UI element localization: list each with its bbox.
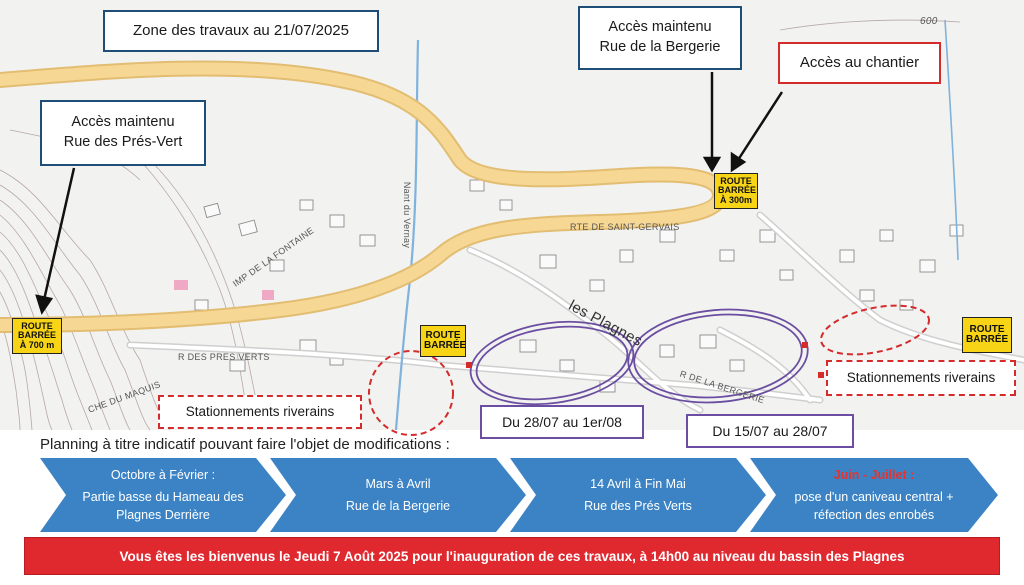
callout-periode-1: Du 28/07 au 1er/08 [480,405,644,439]
callout-acces-bergerie: Accès maintenu Rue de la Bergerie [578,6,742,70]
phase-4: Juin - Juillet : pose d'un caniveau cent… [750,458,998,532]
phase-arrow-1 [40,458,286,532]
phase-2-desc: Rue de la Bergerie [345,499,451,513]
work-zone-1 [469,320,635,406]
phase-arrow-2 [270,458,526,532]
sign-route-barree-right: ROUTE BARRÉE [962,317,1012,353]
label-altitude: 600 [920,16,938,27]
callout-stationnement-left: Stationnements riverains [158,395,362,429]
planning-arrows [40,458,998,532]
sign-route-barree-700m: ROUTE BARRÉE À 700 m [12,318,62,354]
label-nant-vernay: Nant du Vernay [402,181,413,249]
phase-4-desc: pose d'un caniveau central + réfection d… [794,489,954,523]
phase-4-period: Juin - Juillet : [833,467,915,482]
callout-zone-travaux: Zone des travaux au 21/07/2025 [103,10,379,52]
callout-acces-chantier: Accès au chantier [778,42,941,84]
sign-route-barree-300m: ROUTE BARRÉE À 300m [714,173,758,209]
parking-zone-right-ellipse [820,304,930,356]
parking-zone-left-circle [368,350,454,436]
phase-1-desc: Partie basse du Hameau des Plagnes Derri… [82,489,244,523]
phase-3: 14 Avril à Fin Mai Rue des Prés Verts [510,458,766,532]
phase-1: Octobre à Février : Partie basse du Hame… [40,458,286,532]
phase-3-desc: Rue des Prés Verts [584,499,692,513]
phase-3-period: 14 Avril à Fin Mai [590,476,686,491]
callout-acces-pres-vert: Accès maintenu Rue des Prés-Vert [40,100,206,166]
label-rue-pres-verts: R DES PRES VERTS [178,352,270,362]
buildings [194,179,964,393]
callout-periode-2: Du 15/07 au 28/07 [686,414,854,448]
sign-route-barree-center: ROUTE BARRÉE [420,325,466,357]
callout-stationnement-right: Stationnements riverains [826,360,1016,396]
phase-2-period: Mars à Avril [365,476,431,491]
phase-1-period: Octobre à Février : [110,467,216,482]
phase-2: Mars à Avril Rue de la Bergerie [270,458,526,532]
label-rte-saint-gervais: RTE DE SAINT-GERVAIS [570,222,680,232]
phase-arrow-3 [510,458,766,532]
work-zone-2 [627,308,809,404]
phase-arrow-4 [750,458,998,532]
planning-title: Planning à titre indicatif pouvant faire… [40,436,450,453]
inauguration-banner: Vous êtes les bienvenus le Jeudi 7 Août … [24,537,1000,575]
arrows [35,72,784,315]
